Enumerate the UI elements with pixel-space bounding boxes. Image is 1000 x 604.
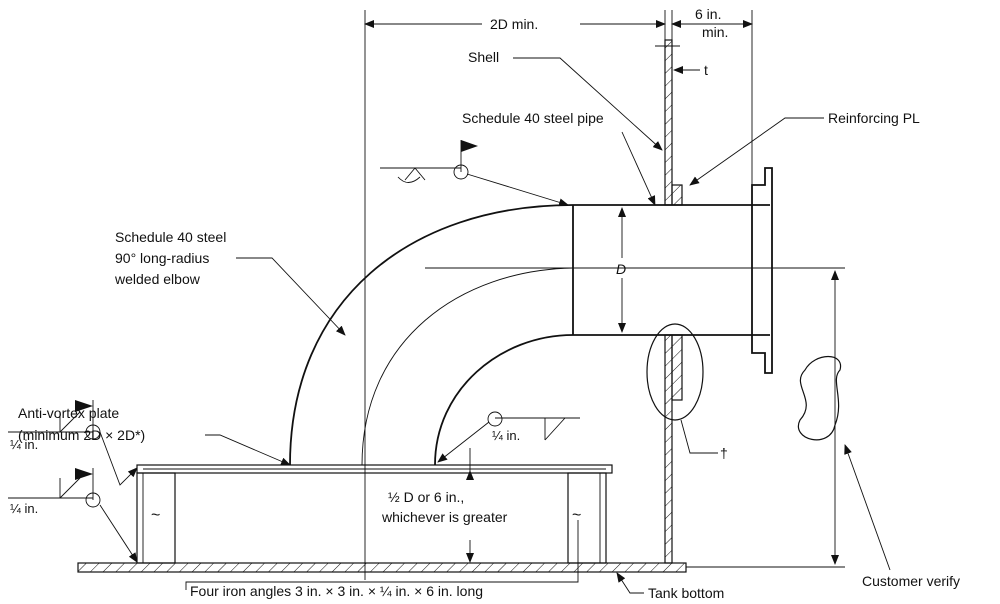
break-symbol bbox=[797, 356, 842, 441]
shell-wall bbox=[664, 39, 673, 564]
svg-text:~: ~ bbox=[151, 507, 160, 524]
dim-6in-label: 6 in. bbox=[695, 6, 721, 22]
shell-label: Shell bbox=[468, 49, 499, 65]
weld-symbol-top bbox=[380, 140, 569, 207]
weld-quarter-label-3: ¼ in. bbox=[492, 428, 520, 443]
weld-detail-oval bbox=[646, 323, 704, 421]
pipe-flange bbox=[751, 167, 773, 374]
elbow-label-1: Schedule 40 steel bbox=[115, 229, 226, 245]
dimension-2d: 2D min. bbox=[364, 14, 666, 34]
reinforcing-label: Reinforcing PL bbox=[828, 110, 920, 126]
customer-verify-label: Customer verify bbox=[862, 573, 960, 589]
tank-bottom-label: Tank bottom bbox=[648, 585, 724, 601]
weld-symbol-left-upper: ¼ in. bbox=[8, 400, 138, 486]
weld-quarter-label-1: ¼ in. bbox=[10, 437, 38, 452]
elbow-label-2: 90° long-radius bbox=[115, 250, 209, 266]
horizontal-pipe bbox=[572, 204, 770, 336]
d-label: D bbox=[616, 261, 626, 277]
tank-bottom-plate bbox=[77, 562, 687, 573]
weld-symbol-left-lower: ¼ in. bbox=[8, 468, 138, 563]
svg-text:~: ~ bbox=[572, 507, 581, 524]
weld-symbol-right: ¼ in. bbox=[437, 411, 580, 463]
antivortex-label-2: (minimum 2D × 2D*) bbox=[18, 427, 145, 443]
dim-6in-label-min: min. bbox=[702, 24, 728, 40]
elbow bbox=[289, 204, 574, 466]
reinforcing-plate bbox=[671, 184, 683, 401]
antivortex-label-1: Anti-vortex plate bbox=[18, 405, 119, 421]
dagger-label: † bbox=[720, 445, 728, 461]
dimension-6in: 6 in. min. bbox=[671, 6, 753, 40]
angles-label: Four iron angles 3 in. × 3 in. × ¼ in. ×… bbox=[190, 583, 483, 599]
half-d-label-1: ½ D or 6 in., bbox=[388, 489, 464, 505]
t-label: t bbox=[704, 62, 708, 78]
weld-quarter-label-2: ¼ in. bbox=[10, 501, 38, 516]
elbow-label-3: welded elbow bbox=[114, 271, 201, 287]
angle-supports: ~ ~ bbox=[136, 472, 607, 564]
dim-2d-label: 2D min. bbox=[490, 16, 538, 32]
half-d-label-2: whichever is greater bbox=[381, 509, 508, 525]
schedule-pipe-label: Schedule 40 steel pipe bbox=[462, 110, 604, 126]
anti-vortex-plate bbox=[136, 464, 613, 474]
